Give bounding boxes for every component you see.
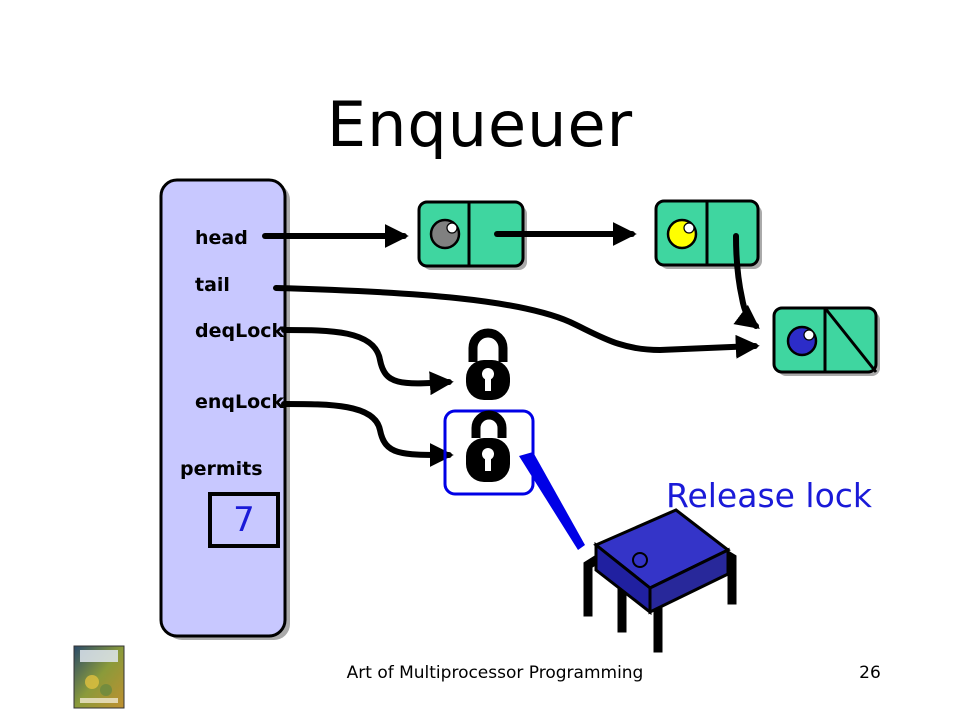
- field-label-tail: tail: [195, 274, 230, 296]
- thread-callout-connector: [519, 452, 585, 550]
- deqlock-pointer-arrow: [281, 327, 454, 396]
- queue-node-head: [417, 200, 527, 270]
- footer-text: Art of Multiprocessor Programming: [346, 663, 644, 683]
- book-cover-icon: [73, 645, 125, 709]
- thread-chip-icon: [583, 508, 737, 653]
- tail-pointer-arrow: [273, 285, 760, 359]
- permits-value: 7: [233, 500, 255, 540]
- field-label-deqlock: deqLock: [195, 320, 285, 342]
- field-label-enqlock: enqLock: [195, 391, 285, 413]
- node2-next-arrow: [733, 233, 760, 329]
- deqlock-padlock-icon: [466, 328, 510, 400]
- enqlock-padlock-icon: [466, 410, 510, 482]
- release-lock-annotation: Release lock: [666, 476, 873, 515]
- queue-node-tail: [772, 306, 880, 376]
- field-label-permits: permits: [180, 458, 263, 480]
- queue-node-second: [654, 199, 762, 269]
- permits-box: [208, 492, 280, 548]
- page-number: 26: [859, 663, 881, 683]
- enqlock-pointer-arrow: [281, 401, 454, 467]
- field-label-head: head: [195, 227, 248, 249]
- slide-title: Enqueuer: [326, 88, 634, 161]
